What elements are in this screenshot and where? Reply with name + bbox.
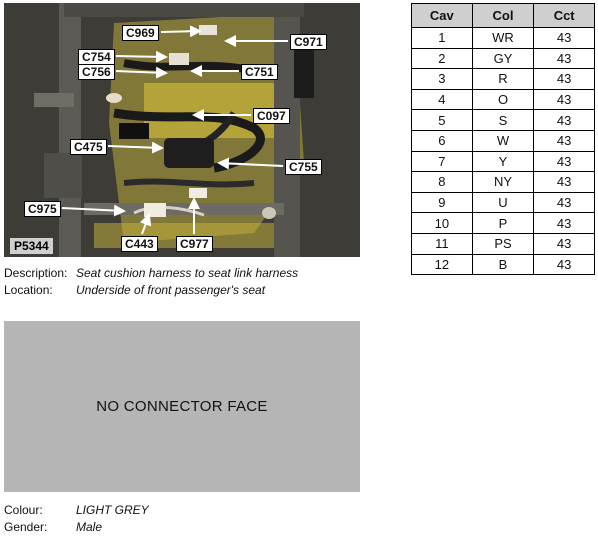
cct-cell: 43: [533, 212, 595, 234]
colour-label: Colour:: [4, 503, 43, 517]
col-cell: P: [471, 212, 535, 234]
cct-cell: 43: [533, 88, 595, 111]
gender-row: Gender: Male: [4, 520, 102, 535]
pin-table-header: Cav Col Cct: [411, 3, 595, 28]
cav-cell: 12: [411, 253, 473, 276]
cav-cell: 9: [411, 191, 473, 214]
col-cell: U: [471, 191, 535, 214]
cav-cell: 1: [411, 27, 473, 49]
callout-c975: C975: [24, 201, 61, 217]
cav-cell: 2: [411, 47, 473, 70]
callout-c755: C755: [285, 159, 322, 175]
col-cell: O: [471, 88, 535, 111]
header-cct: Cct: [533, 3, 595, 28]
gender-label: Gender:: [4, 520, 48, 534]
cct-cell: 43: [533, 150, 595, 173]
cct-cell: 43: [533, 109, 595, 131]
col-cell: GY: [471, 47, 535, 70]
description-value: Seat cushion harness to seat link harnes…: [76, 266, 299, 280]
cav-cell: 5: [411, 109, 473, 131]
connector-face-panel: NO CONNECTOR FACE: [4, 321, 360, 492]
col-cell: R: [471, 68, 535, 90]
cct-cell: 43: [533, 27, 595, 49]
cct-cell: 43: [533, 191, 595, 214]
photo-reference-label: P5344: [10, 238, 53, 254]
col-cell: W: [471, 129, 535, 152]
colour-value: LIGHT GREY: [76, 503, 149, 517]
header-cav: Cav: [411, 3, 473, 28]
callout-c751: C751: [241, 64, 278, 80]
cav-cell: 3: [411, 68, 473, 90]
callout-c443: C443: [121, 236, 158, 252]
cct-cell: 43: [533, 171, 595, 193]
callout-c097: C097: [253, 108, 290, 124]
col-cell: PS: [471, 232, 535, 255]
col-cell: Y: [471, 150, 535, 173]
col-cell: WR: [471, 27, 535, 49]
col-cell: S: [471, 109, 535, 131]
gender-value: Male: [76, 520, 103, 534]
cav-cell: 8: [411, 171, 473, 193]
cct-cell: 43: [533, 232, 595, 255]
cct-cell: 43: [533, 47, 595, 70]
location-row: Location: Underside of front passenger's …: [4, 283, 265, 298]
col-cell: B: [471, 253, 535, 276]
description-label: Description:: [4, 266, 68, 280]
callout-arrows: [61, 25, 288, 235]
location-value: Underside of front passenger's seat: [76, 283, 266, 297]
callout-c969: C969: [122, 25, 159, 41]
cav-cell: 4: [411, 88, 473, 111]
location-label: Location:: [4, 283, 53, 297]
connector-location-photo: C969 C971 C754 C756 C751 C097 C475 C755 …: [4, 3, 360, 257]
col-cell: NY: [471, 171, 535, 193]
callout-c977: C977: [176, 236, 213, 252]
cct-cell: 43: [533, 253, 595, 276]
connector-face-text: NO CONNECTOR FACE: [96, 398, 268, 415]
cav-cell: 11: [411, 232, 473, 255]
callout-c754: C754: [78, 49, 115, 65]
description-row: Description: Seat cushion harness to seat…: [4, 266, 298, 281]
cct-cell: 43: [533, 129, 595, 152]
cav-cell: 10: [411, 212, 473, 234]
cav-cell: 7: [411, 150, 473, 173]
callout-c971: C971: [290, 34, 327, 50]
header-col: Col: [471, 3, 535, 28]
callout-c475: C475: [70, 139, 107, 155]
cav-cell: 6: [411, 129, 473, 152]
colour-row: Colour: LIGHT GREY: [4, 503, 149, 518]
cct-cell: 43: [533, 68, 595, 90]
callout-c756: C756: [78, 64, 115, 80]
